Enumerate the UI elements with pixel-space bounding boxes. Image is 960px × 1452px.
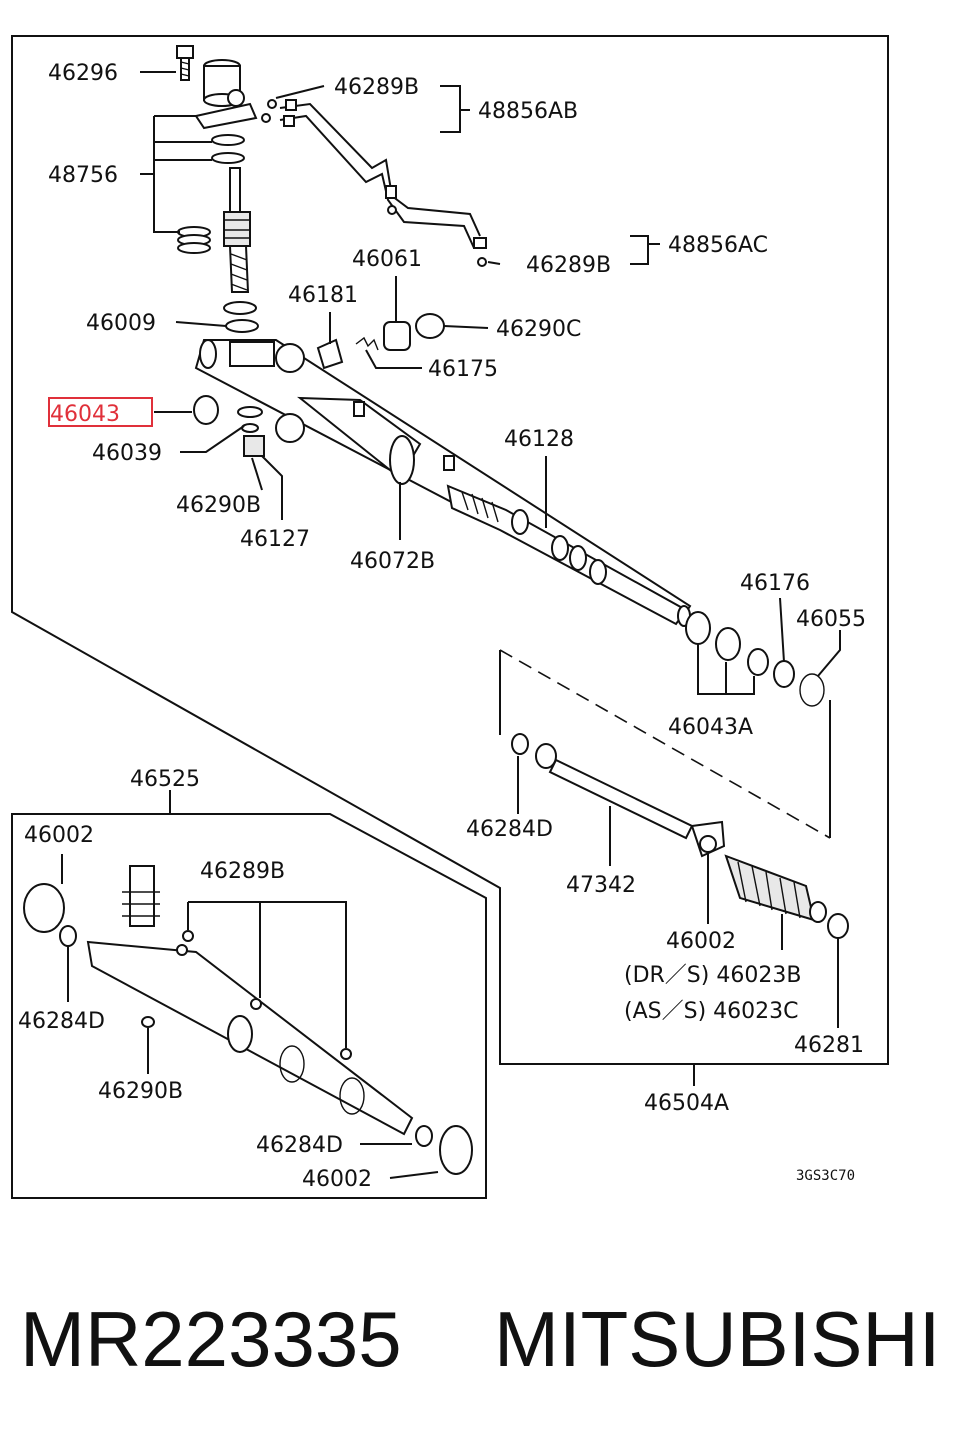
label-46128: 46128: [504, 427, 574, 452]
rack-housing: [194, 339, 692, 627]
label-46290C: 46290C: [496, 317, 581, 342]
label-46055: 46055: [796, 607, 866, 632]
tie-rod-boot: [511, 733, 849, 939]
tierod-group-dash: [499, 649, 831, 839]
label-46284D: 46284D: [466, 817, 553, 842]
label-46043A: 46043A: [668, 715, 753, 740]
label-46175: 46175: [428, 357, 498, 382]
label-46023C: (AS／S) 46023C: [624, 999, 799, 1024]
label-46504A: 46504A: [644, 1091, 729, 1116]
label-46181: 46181: [288, 283, 358, 308]
rack-guide-parts: [316, 313, 445, 370]
label-46289B: 46289B: [334, 75, 419, 100]
label-46284D: 46284D: [18, 1009, 105, 1034]
label-46127: 46127: [240, 527, 310, 552]
label-46284D: 46284D: [256, 1133, 343, 1158]
label-48756: 48756: [48, 163, 118, 188]
label-46002: 46002: [666, 929, 736, 954]
label-46039: 46039: [92, 441, 162, 466]
label-46072B: 46072B: [350, 549, 435, 574]
label-48856AB: 48856AB: [478, 99, 578, 124]
label-46281: 46281: [794, 1033, 864, 1058]
label-46289B: 46289B: [526, 253, 611, 278]
leader-lines: [61, 71, 841, 1179]
label-46289B: 46289B: [200, 859, 285, 884]
label-46043: 46043: [50, 402, 120, 427]
label-46002: 46002: [302, 1167, 372, 1192]
label-46176: 46176: [740, 571, 810, 596]
pinion-valve-assembly: [176, 45, 259, 333]
brand-caption: MITSUBISHI: [494, 1295, 940, 1383]
end-rings: [685, 611, 825, 707]
adjuster-parts: [193, 395, 265, 457]
inset-assembly: [23, 865, 473, 1175]
label-46525: 46525: [130, 767, 200, 792]
label-47342: 47342: [566, 873, 636, 898]
part-number-caption: MR223335: [20, 1295, 402, 1383]
label-48856AC: 48856AC: [668, 233, 768, 258]
label-46290B: 46290B: [176, 493, 261, 518]
label-46061: 46061: [352, 247, 422, 272]
label-46023B: (DR／S) 46023B: [624, 963, 801, 988]
drawing-code: 3GS3C70: [796, 1168, 855, 1184]
label-46290B: 46290B: [98, 1079, 183, 1104]
label-46002: 46002: [24, 823, 94, 848]
label-46296: 46296: [48, 61, 118, 86]
label-46009: 46009: [86, 311, 156, 336]
inset-frame: [11, 813, 487, 1199]
pressure-pipes: [261, 99, 487, 267]
highlight-box: [48, 397, 153, 427]
main-frame: [11, 35, 889, 1065]
